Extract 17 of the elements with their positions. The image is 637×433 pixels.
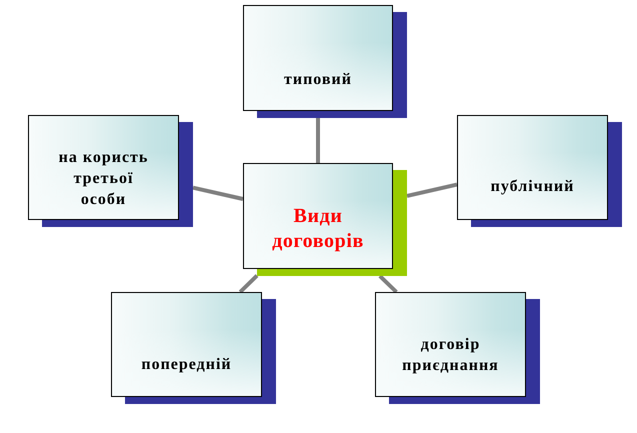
- topic-label: договір приєднання: [401, 335, 500, 376]
- topic-box: [111, 292, 262, 397]
- topic-label: на користь третьої особи: [58, 148, 150, 210]
- topic-box: [28, 115, 179, 220]
- central-topic-box: [243, 163, 393, 269]
- central-topic-label: Види договорів: [271, 204, 365, 254]
- topic-box: [375, 292, 526, 397]
- topic-box: [457, 115, 608, 220]
- connector-line: [238, 274, 258, 294]
- connector-line: [378, 274, 398, 294]
- topic-label: типовий: [284, 70, 352, 90]
- topic-label: попередній: [141, 355, 232, 375]
- connector-line: [192, 186, 244, 201]
- topic-label: публічний: [490, 177, 574, 197]
- connector-line: [316, 118, 320, 163]
- topic-box: [243, 5, 393, 111]
- connector-line: [406, 182, 458, 198]
